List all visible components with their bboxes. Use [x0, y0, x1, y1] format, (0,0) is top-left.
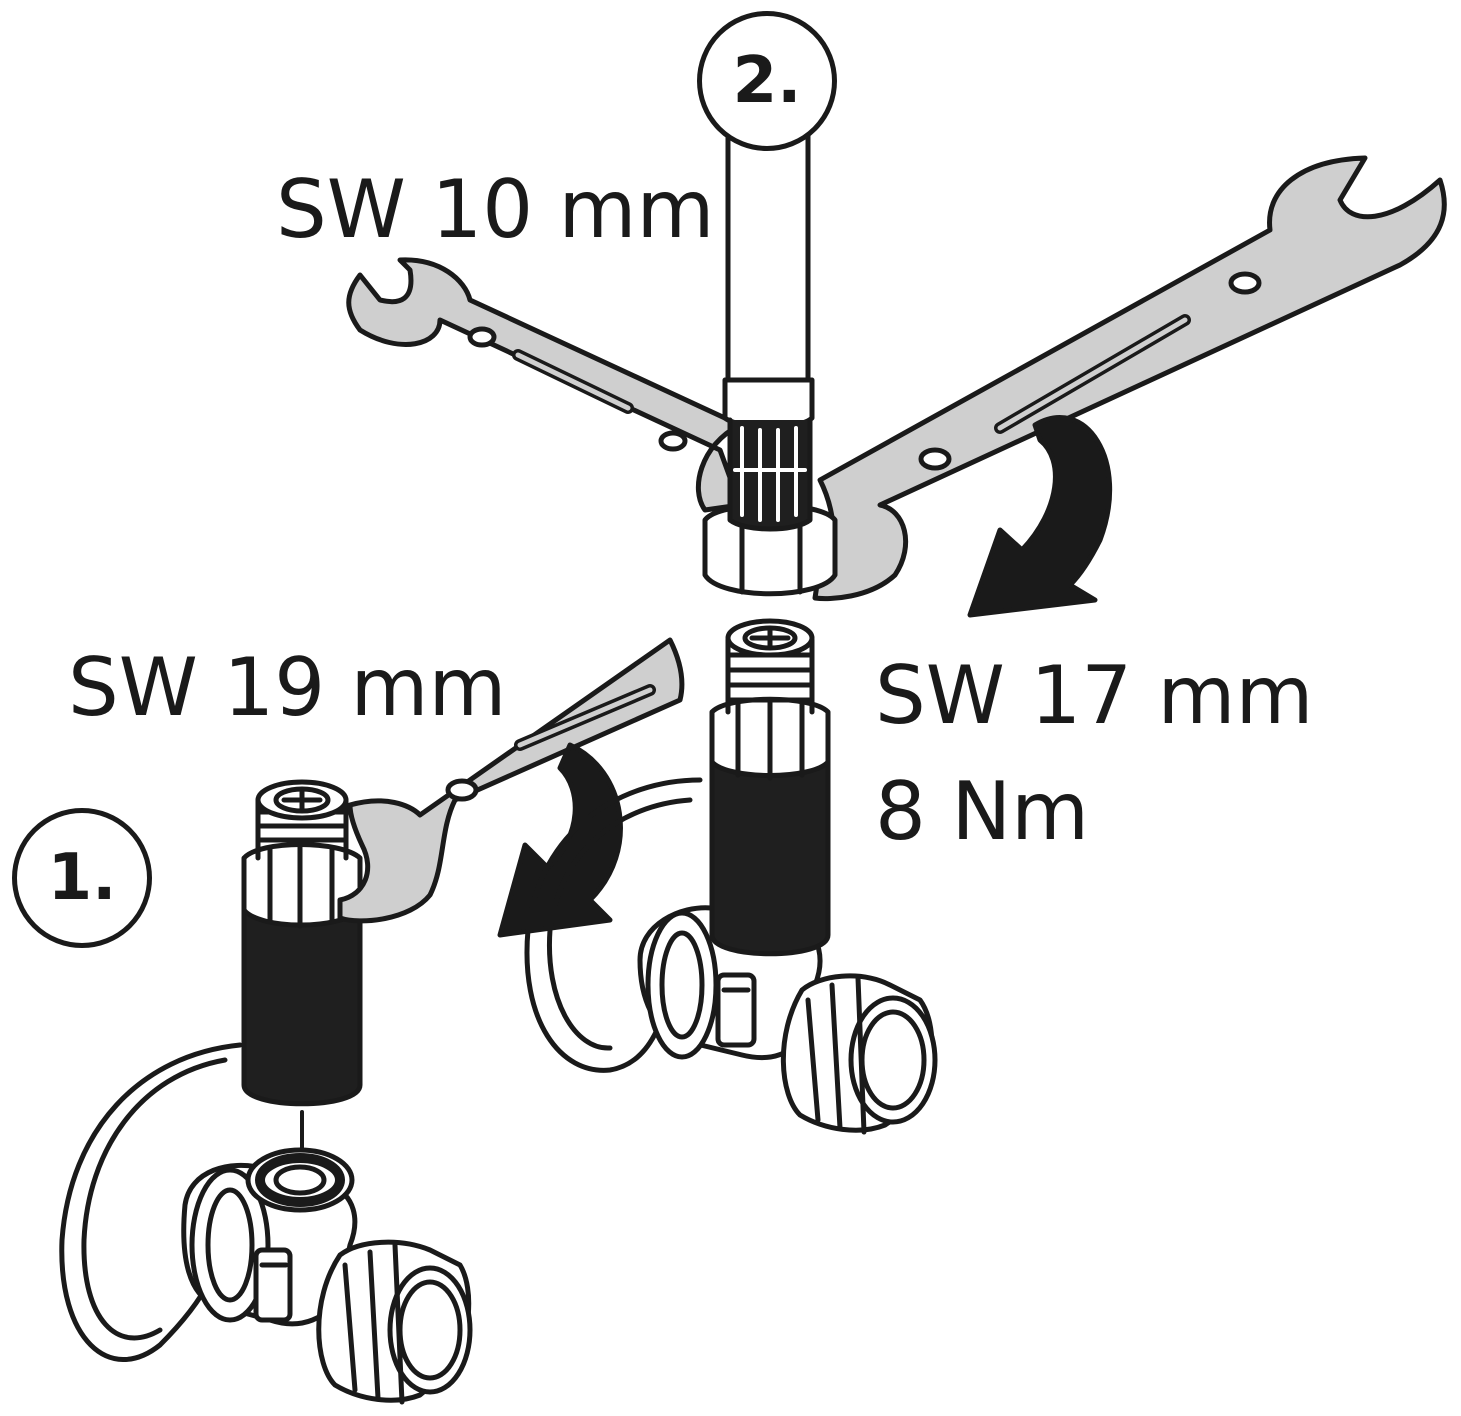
torque-label: 8 Nm: [875, 765, 1090, 858]
angle-valve-right: [524, 777, 938, 1135]
rotation-arrow-upper: [967, 415, 1113, 618]
double-wrench-upper: [346, 155, 1447, 602]
upper-hex-nut: [702, 502, 838, 597]
upper-tube: [722, 115, 815, 532]
wrench-size-label-sw19: SW 19 mm: [68, 641, 507, 734]
rotation-arrow-lower: [497, 742, 623, 938]
hose-fitting-left: [241, 779, 363, 1107]
step-badge-2: 2.: [697, 11, 837, 151]
wrench-size-label-sw10: SW 10 mm: [276, 163, 715, 256]
wrench-size-label-sw17: SW 17 mm: [875, 649, 1314, 742]
angle-valve-left: [59, 1042, 473, 1405]
step-badge-1: 1.: [12, 808, 152, 948]
wrench-sw19: [337, 637, 685, 924]
hose-fitting-right: [709, 618, 831, 957]
